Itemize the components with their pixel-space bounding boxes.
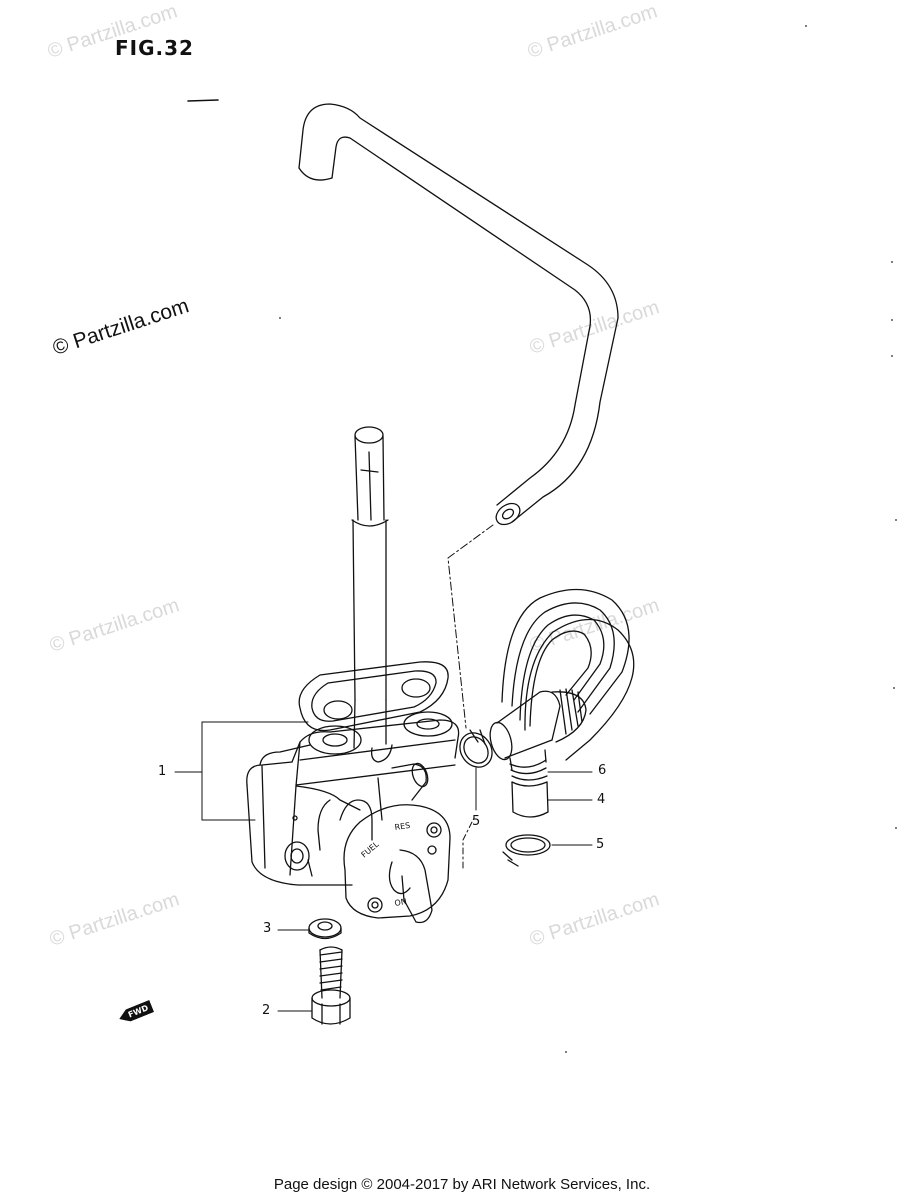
fuel-cock-strainer-tube [351, 426, 389, 701]
scan-specks [279, 25, 897, 1053]
fuel-hose-upper [298, 103, 619, 526]
assembly-leader-line-lower [462, 817, 475, 869]
callout-1: 1 [158, 764, 167, 779]
callout-5-lower: 5 [596, 837, 605, 852]
hose-loop-item-4 [501, 588, 635, 761]
hose-joint-item-6 [489, 688, 587, 818]
fuel-cock-gasket [298, 661, 449, 732]
clip-item-5-upper [459, 729, 493, 768]
assembly-leader-line [447, 524, 494, 729]
callout-2: 2 [262, 1003, 271, 1018]
valve-marking-on: ON [394, 897, 408, 908]
callout-6: 6 [598, 763, 607, 778]
callout-3: 3 [263, 921, 272, 936]
valve-marking-fuel: FUEL [360, 839, 381, 859]
bolt-item-2 [311, 946, 351, 1025]
callout-lines [174, 721, 593, 1012]
valve-marking-res: RES [394, 821, 411, 832]
clip-item-5-lower [502, 834, 551, 867]
washer-item-3 [308, 918, 342, 940]
title-dash [187, 99, 219, 102]
footer-copyright: Page design © 2004-2017 by ARI Network S… [273, 1176, 651, 1193]
callout-5-upper: 5 [472, 814, 481, 829]
callout-4: 4 [597, 792, 606, 807]
fuel-cock-outlet [377, 762, 429, 821]
fuel-cock-body [246, 699, 460, 886]
fuel-cock-lever-plate [343, 804, 451, 924]
figure-title: FIG.32 [115, 36, 194, 60]
